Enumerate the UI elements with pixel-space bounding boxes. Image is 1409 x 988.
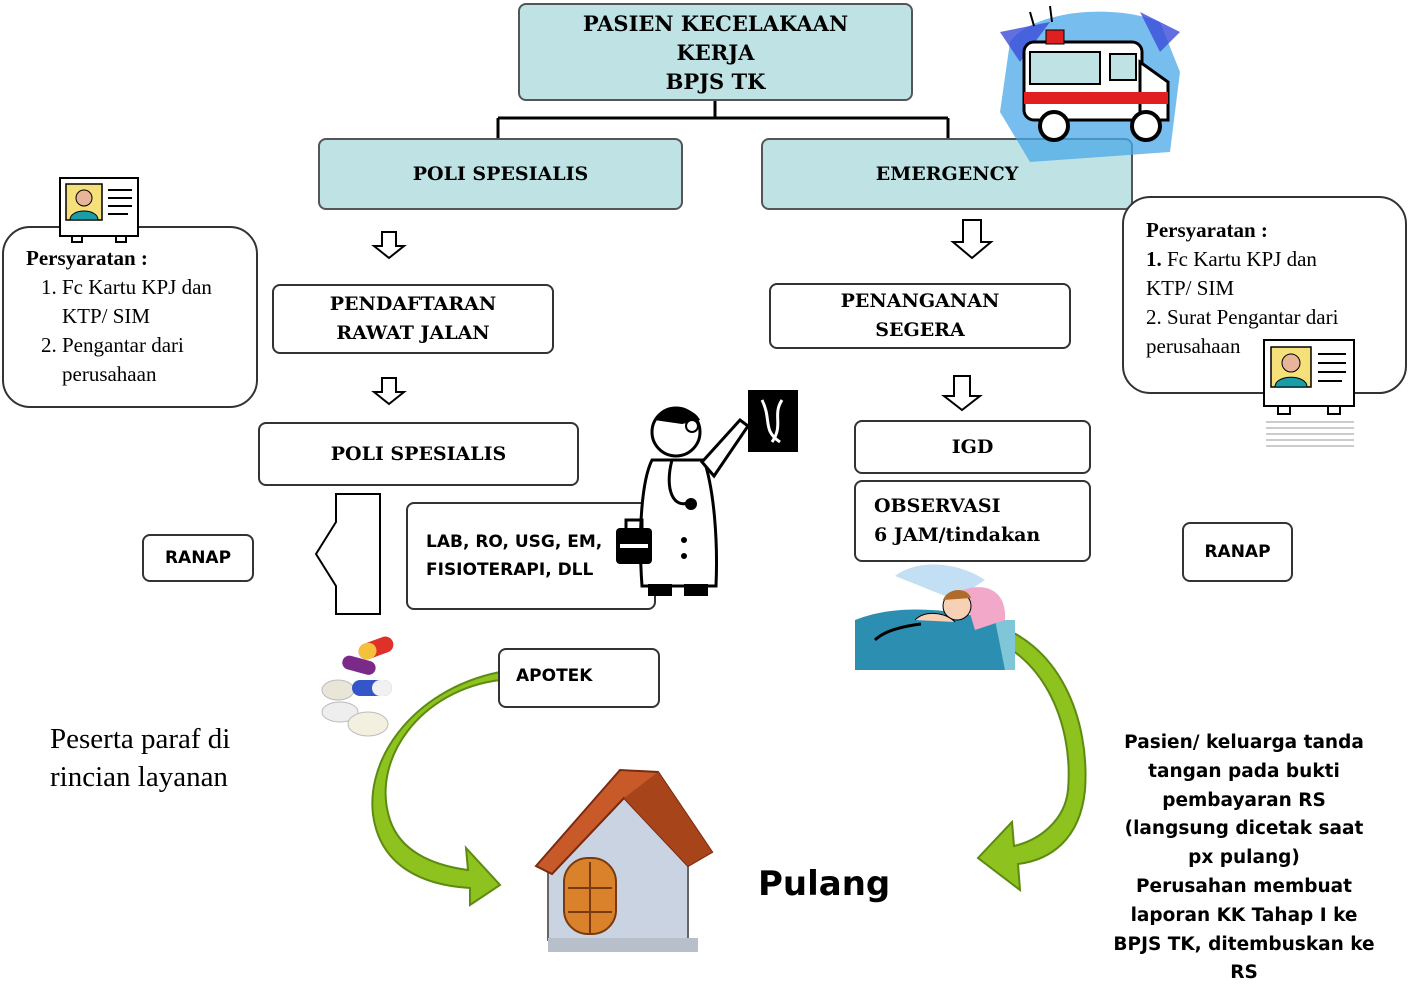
requirements-right-title: Persyaratan : [1146,218,1268,242]
box-apotek: APOTEK [498,648,660,708]
requirements-left-list: Fc Kartu KPJ dan KTP/ SIM Pengantar dari… [26,273,246,389]
box-observasi: OBSERVASI 6 JAM/tindakan [854,480,1091,562]
down-arrow-4 [941,375,983,412]
ranap-right-label: RANAP [1204,542,1271,562]
box-penanganan: PENANGANAN SEGERA [769,283,1071,349]
requirements-right-line-4: perusahaan [1146,334,1241,358]
observasi-line-1: OBSERVASI [874,495,1001,517]
box-igd: IGD [854,420,1091,474]
box-poli-spesialis-label: POLI SPESIALIS [330,442,507,465]
note-right-line-4: (langsung dicetak saat [1124,818,1364,840]
pills-icon [321,636,394,737]
top-box-line-1: PASIEN KECELAKAAN [582,10,849,36]
header-emergency-label: EMERGENCY [875,162,1019,185]
top-box-line-2: KERJA [676,39,755,65]
requirements-left-item-1: Fc Kartu KPJ dan KTP/ SIM [62,273,246,331]
note-right-line-1: Pasien/ keluarga tanda [1124,732,1364,753]
top-box: PASIEN KECELAKAAN KERJA BPJS TK [518,3,913,101]
box-ranap-left: RANAP [142,534,254,582]
box-poli-spesialis: POLI SPESIALIS [258,422,579,486]
patient-bed-icon [855,564,1015,670]
id-card-icon [59,177,139,243]
tree-connector [496,100,950,140]
ranap-left-label: RANAP [164,548,232,568]
requirements-right-line-1-text: Fc Kartu KPJ dan [1161,247,1317,271]
box-support-services: LAB, RO, USG, EM, FISIOTERAPI, DLL [406,502,656,610]
requirements-right-num: 1. [1146,247,1162,271]
box-penanganan-line-2: SEGERA [875,319,965,341]
curve-arrow-left [371,670,502,907]
note-right-line-2: tangan pada bukti [1148,760,1340,782]
note-right-line-7: laporan KK Tahap I ke [1130,904,1358,926]
note-right: Pasien/ keluarga tanda tangan pada bukti… [1084,729,1404,988]
note-left-line-1: Peserta paraf di [50,723,231,755]
note-right-line-6: Perusahan membuat [1135,875,1352,897]
requirements-right-line-2: KTP/ SIM [1146,276,1235,300]
note-right-line-8: BPJS TK, ditembuskan ke [1113,933,1375,955]
support-line-1: LAB, RO, USG, EM, [426,532,603,552]
requirements-right-line-1: 1. Fc Kartu KPJ dan [1146,245,1393,274]
box-pendaftaran-line-2: RAWAT JALAN [336,322,490,344]
box-pendaftaran: PENDAFTARAN RAWAT JALAN [272,284,554,354]
note-left-line-2: rincian layanan [50,761,228,793]
id-card-icon [1263,339,1355,447]
header-poli-spesialis-label: POLI SPESIALIS [412,162,589,185]
left-block-arrow [314,493,381,615]
requirements-left-title: Persyaratan : [26,246,148,270]
house-icon [534,768,714,952]
requirements-left: Persyaratan : Fc Kartu KPJ dan KTP/ SIM … [2,226,258,408]
box-ranap-right: RANAP [1182,522,1293,582]
down-arrow-2 [371,377,407,406]
ambulance-icon [1000,5,1180,162]
curve-arrow-right [976,620,1087,893]
note-left: Peserta paraf di rincian layanan [50,720,230,796]
box-penanganan-line-1: PENANGANAN [840,290,1000,312]
top-box-line-3: BPJS TK [665,68,766,94]
support-line-2: FISIOTERAPI, DLL [426,560,594,580]
observasi-line-2: 6 JAM/tindakan [874,524,1041,546]
note-right-line-5: px pulang) [1188,847,1300,869]
down-arrow-1 [371,231,407,260]
doctor-xray-icon [616,390,798,596]
apotek-label: APOTEK [516,666,593,686]
requirements-left-item-2: Pengantar dari perusahaan [62,331,246,389]
igd-label: IGD [951,435,994,458]
requirements-right-line-3: 2. Surat Pengantar dari [1146,305,1339,329]
note-right-line-9: RS [1230,962,1258,984]
down-arrow-3 [950,219,994,260]
header-poli-spesialis: POLI SPESIALIS [318,138,683,210]
box-pendaftaran-line-1: PENDAFTARAN [329,293,497,315]
note-right-line-3: pembayaran RS [1162,789,1326,811]
home-label: Pulang [758,864,891,904]
